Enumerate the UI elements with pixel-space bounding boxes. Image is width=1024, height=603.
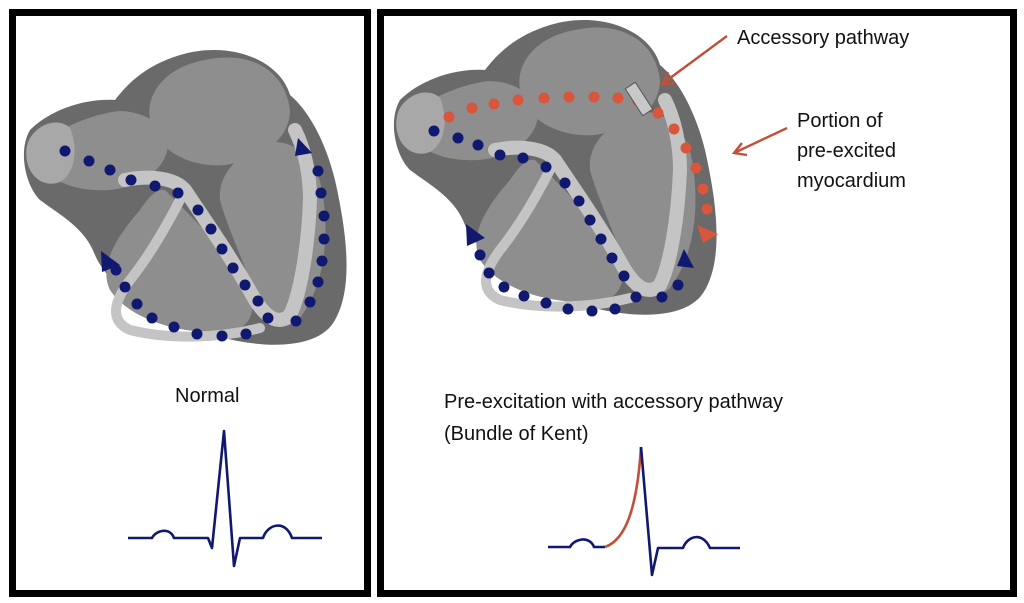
pre-excitation-conduction-dots — [428, 125, 694, 317]
down-arrow-icon — [697, 225, 718, 243]
left-arrow-icon — [466, 224, 485, 246]
pre-excited-myocardium-annotation: Portion of pre-excited myocardium — [797, 110, 906, 192]
pre-excitation-label: Pre-excitation with accessory pathway — [444, 391, 784, 413]
delta-wave — [604, 446, 643, 549]
accessory-pathway-dots — [443, 91, 718, 243]
up-arrow-icon — [295, 138, 312, 156]
bundle-of-kent-label: (Bundle of Kent) — [444, 423, 589, 445]
left-arrow-icon — [101, 251, 120, 272]
normal-conduction-dots — [59, 138, 330, 342]
normal-heart-illustration — [24, 50, 347, 345]
normal-label: Normal — [175, 385, 240, 407]
normal-ecg-waveform — [128, 429, 322, 568]
accessory-pathway-annotation: Accessory pathway — [737, 27, 910, 49]
up-arrow-icon — [677, 249, 694, 268]
pre-excitation-heart-illustration — [394, 20, 718, 317]
pre-excitation-ecg-waveform — [548, 446, 740, 577]
annotation-arrows — [659, 35, 788, 157]
accessory-pathway-bar — [624, 81, 654, 117]
